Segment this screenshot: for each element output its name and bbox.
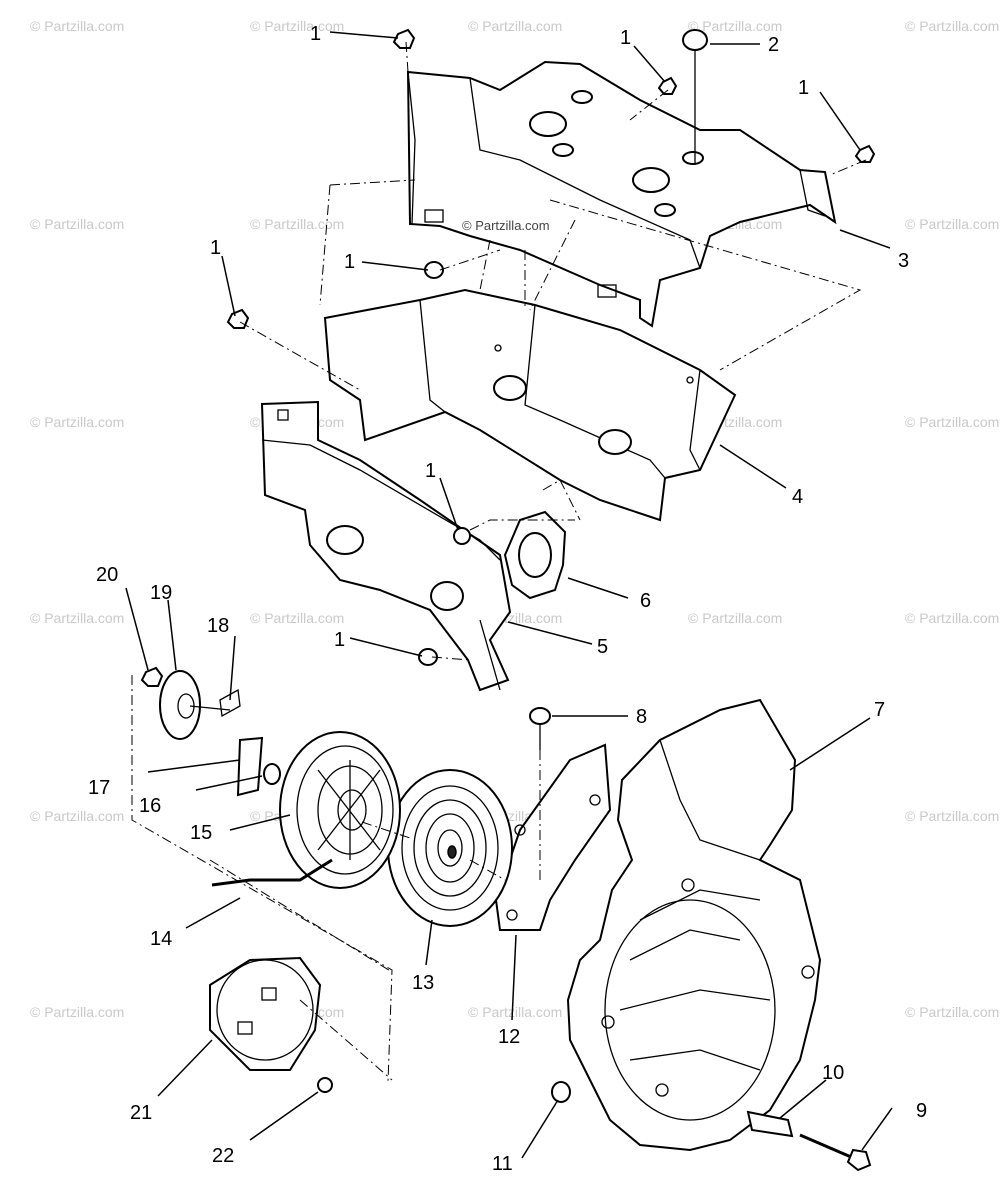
watermark: © Partzilla.com bbox=[30, 216, 125, 232]
callout-15: 15 bbox=[190, 822, 212, 844]
callout-17: 17 bbox=[88, 777, 110, 799]
callout-1: 1 bbox=[620, 27, 631, 49]
watermark: © Partzilla.com bbox=[905, 414, 1000, 430]
part-6-gasket bbox=[503, 510, 567, 600]
callout-14: 14 bbox=[150, 928, 172, 950]
watermark: © Partzilla.com bbox=[30, 414, 125, 430]
callout-11: 11 bbox=[492, 1153, 513, 1175]
alignment-lines bbox=[131, 41, 867, 1083]
part-3-upper-shroud bbox=[406, 60, 837, 328]
center-watermark: © Partzilla.com bbox=[462, 218, 550, 233]
watermark: © Partzilla.com bbox=[30, 610, 125, 626]
callout-18: 18 bbox=[207, 615, 229, 637]
callout-12: 12 bbox=[498, 1026, 520, 1048]
callout-8: 8 bbox=[636, 706, 647, 728]
callout-16: 16 bbox=[139, 795, 161, 817]
part-20-nut bbox=[140, 666, 164, 687]
callout-6: 6 bbox=[640, 590, 651, 612]
callout-1: 1 bbox=[344, 251, 355, 273]
callout-1: 1 bbox=[310, 23, 321, 45]
callout-5: 5 bbox=[597, 636, 608, 658]
watermark: © Partzilla.com bbox=[905, 216, 1000, 232]
callout-7: 7 bbox=[874, 699, 885, 721]
watermark: © Partzilla.com bbox=[905, 808, 1000, 824]
callout-1: 1 bbox=[425, 460, 436, 482]
watermark: © Partzilla.com bbox=[688, 18, 783, 34]
part-11-fastener bbox=[551, 1081, 571, 1103]
watermark: © Partzilla.com bbox=[905, 1004, 1000, 1020]
part-1-fasteners bbox=[226, 28, 876, 666]
callout-2: 2 bbox=[768, 34, 779, 56]
callout-20: 20 bbox=[96, 564, 118, 586]
watermark: © Partzilla.com bbox=[250, 610, 345, 626]
watermark: © Partzilla.com bbox=[30, 808, 125, 824]
watermark: © Partzilla.com bbox=[468, 1004, 563, 1020]
part-12-starter-bracket bbox=[494, 743, 612, 931]
watermark: © Partzilla.com bbox=[250, 18, 345, 34]
watermark: © Partzilla.com bbox=[30, 1004, 125, 1020]
watermark: © Partzilla.com bbox=[468, 18, 563, 34]
part-9-long-bolt bbox=[799, 1133, 872, 1172]
watermark: © Partzilla.com bbox=[30, 18, 125, 34]
part-19-disc bbox=[159, 670, 231, 740]
part-10-clip bbox=[746, 1110, 794, 1138]
watermark: © Partzilla.com bbox=[688, 610, 783, 626]
part-14-rope bbox=[211, 858, 333, 887]
watermark: © Partzilla.com bbox=[250, 216, 345, 232]
callout-labels: 1 1 2 1 3 1 1 4 1 6 5 1 20 19 18 7 8 17 … bbox=[88, 23, 927, 1175]
callout-1: 1 bbox=[798, 77, 809, 99]
watermark: © Partzilla.com bbox=[905, 18, 1000, 34]
callout-9: 9 bbox=[916, 1100, 927, 1122]
part-18-spring-clip bbox=[219, 688, 241, 718]
part-2-bolt bbox=[682, 29, 708, 165]
callout-1: 1 bbox=[334, 629, 345, 651]
part-8-bolt bbox=[529, 707, 551, 750]
watermark: © Partzilla.com bbox=[905, 610, 1000, 626]
part-15-recoil-pulley bbox=[279, 731, 401, 889]
part-4-middle-shroud bbox=[323, 288, 737, 522]
callout-19: 19 bbox=[150, 582, 172, 604]
callout-10: 10 bbox=[822, 1062, 844, 1084]
leader-lines bbox=[125, 31, 893, 1159]
callout-3: 3 bbox=[898, 250, 909, 272]
callout-4: 4 bbox=[792, 486, 803, 508]
part-13-recoil-spring bbox=[387, 769, 513, 927]
part-21-starter-cup bbox=[209, 956, 322, 1071]
callout-13: 13 bbox=[412, 972, 434, 994]
callout-1: 1 bbox=[210, 237, 221, 259]
part-5-lower-bracket bbox=[260, 400, 512, 692]
part-22-screw bbox=[317, 1077, 333, 1093]
callout-21: 21 bbox=[130, 1102, 152, 1124]
part-16-pawl bbox=[263, 763, 281, 785]
callout-22: 22 bbox=[212, 1145, 234, 1167]
part-17-friction-plate bbox=[236, 736, 264, 797]
